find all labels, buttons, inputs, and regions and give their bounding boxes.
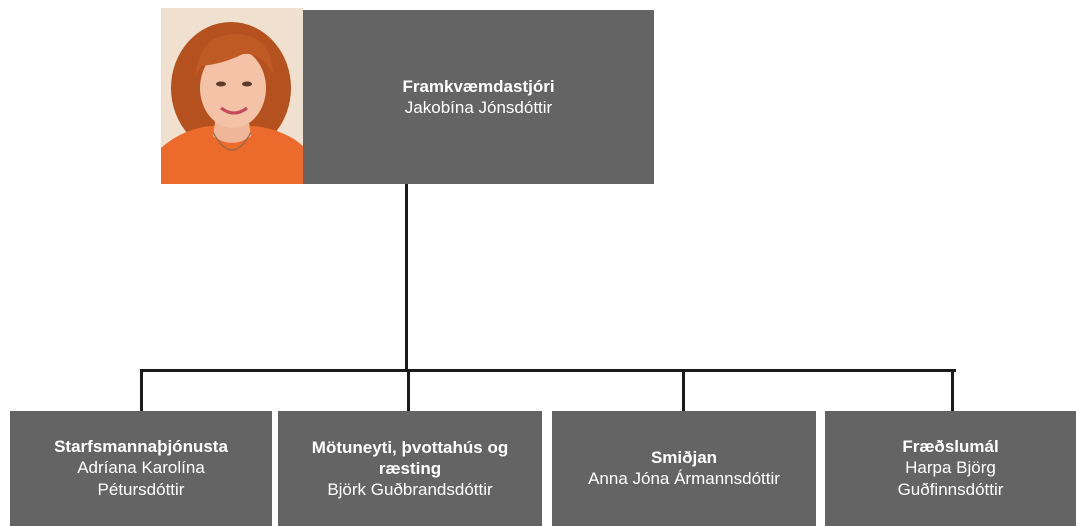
department-title: Mötuneyti, þvottahús og ræsting <box>311 437 509 478</box>
department-title: Starfsmannaþjónusta <box>54 437 228 456</box>
department-title: Smiðjan <box>650 448 718 467</box>
department-box-staff-services: Starfsmannaþjónusta Adríana Karolína Pét… <box>10 411 272 526</box>
director-title: Framkvæmdastjóri <box>402 76 555 96</box>
director-box: Framkvæmdastjóri Jakobína Jónsdóttir <box>303 10 654 184</box>
department-title: Fræðslumál <box>902 437 999 456</box>
department-head-name: Björk Guðbrandsdóttir <box>327 479 493 499</box>
department-head-name: Anna Jóna Ármannsdóttir <box>588 469 780 488</box>
director-name: Jakobína Jónsdóttir <box>404 97 553 117</box>
connector-drop-2 <box>407 369 410 411</box>
department-head-name: Harpa Björg Guðfinnsdóttir <box>897 458 1004 499</box>
connector-horizontal <box>140 369 956 372</box>
connector-drop-4 <box>951 369 954 411</box>
department-box-canteen-laundry: Mötuneyti, þvottahús og ræsting Björk Gu… <box>278 411 542 526</box>
department-head-name: Adríana Karolína Pétursdóttir <box>77 458 205 499</box>
connector-vertical-main <box>405 184 408 370</box>
department-box-education: Fræðslumál Harpa Björg Guðfinnsdóttir <box>825 411 1076 526</box>
connector-drop-1 <box>140 369 143 411</box>
director-photo <box>161 8 303 184</box>
connector-drop-3 <box>682 369 685 411</box>
department-box-workshop: Smiðjan Anna Jóna Ármannsdóttir <box>552 411 816 526</box>
